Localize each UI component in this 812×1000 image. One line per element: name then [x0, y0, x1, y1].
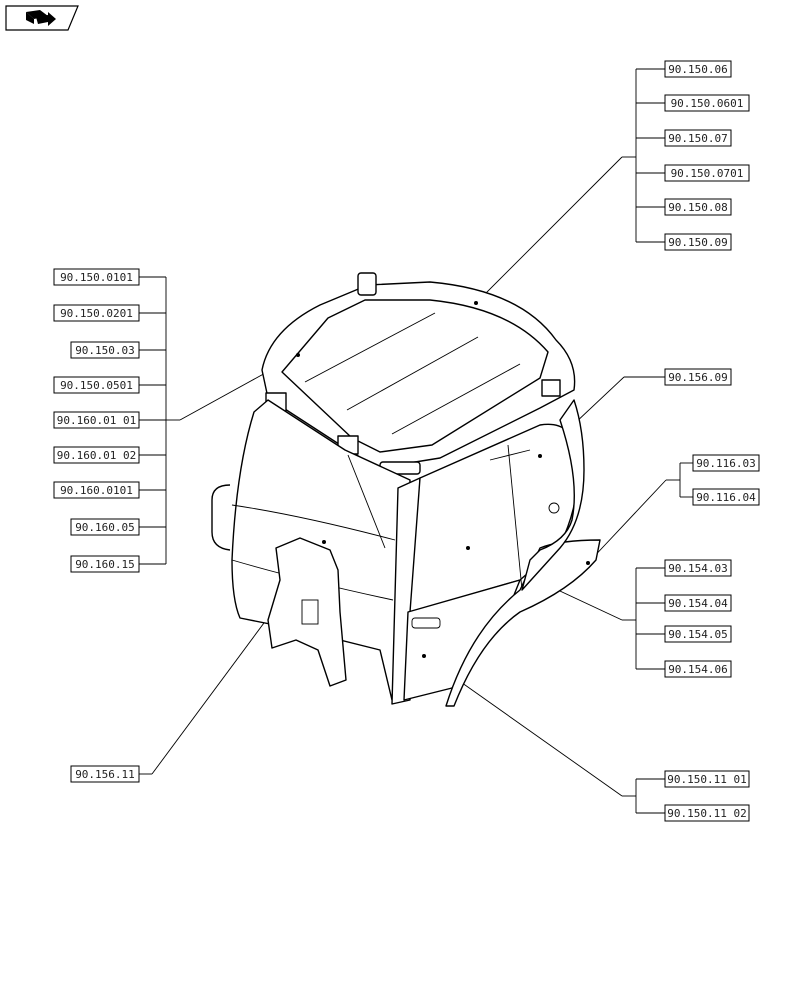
book-arrow-icon — [26, 10, 56, 26]
cab-illustration — [211, 272, 601, 707]
part-number-text: 90.160.0101 — [60, 484, 133, 497]
part-label-90-116-03[interactable]: 90.116.03 — [692, 454, 760, 472]
part-number-text: 90.150.07 — [668, 132, 728, 145]
part-label-90-156-11[interactable]: 90.156.11 — [70, 765, 140, 783]
part-number-text: 90.160.15 — [75, 558, 135, 571]
part-label-90-154-05[interactable]: 90.154.05 — [664, 625, 732, 643]
part-number-text: 90.150.11 02 — [667, 807, 746, 820]
part-label-90-150-0501[interactable]: 90.150.0501 — [53, 376, 140, 394]
part-number-text: 90.150.03 — [75, 344, 135, 357]
part-label-90-154-04[interactable]: 90.154.04 — [664, 594, 732, 612]
part-label-90-160-0101[interactable]: 90.160.0101 — [53, 481, 140, 499]
part-number-text: 90.150.11 01 — [667, 773, 746, 786]
part-number-text: 90.150.0101 — [60, 271, 133, 284]
part-label-90-154-03[interactable]: 90.154.03 — [664, 559, 732, 577]
part-label-90-156-09[interactable]: 90.156.09 — [664, 368, 732, 386]
part-number-text: 90.154.03 — [668, 562, 728, 575]
part-label-90-150-11-02[interactable]: 90.150.11 02 — [664, 804, 750, 822]
part-label-90-150-03[interactable]: 90.150.03 — [70, 341, 140, 359]
part-number-text: 90.154.04 — [668, 597, 728, 610]
part-label-90-150-06[interactable]: 90.150.06 — [664, 60, 732, 78]
part-label-90-150-07[interactable]: 90.150.07 — [664, 129, 732, 147]
nav-icon-box[interactable] — [5, 5, 79, 31]
part-labels: 90.150.06 90.150.0601 90.150.07 90.150.0701… — [53, 60, 760, 822]
part-number-text: 90.150.0501 — [60, 379, 133, 392]
part-number-text: 90.116.04 — [696, 491, 756, 504]
part-number-text: 90.116.03 — [696, 457, 756, 470]
part-number-text: 90.150.08 — [668, 201, 728, 214]
part-number-text: 90.150.0701 — [671, 167, 744, 180]
part-number-text: 90.160.01 02 — [57, 449, 136, 462]
part-label-90-150-0201[interactable]: 90.150.0201 — [53, 304, 140, 322]
part-number-text: 90.150.0601 — [671, 97, 744, 110]
part-label-90-160-05[interactable]: 90.160.05 — [70, 518, 140, 536]
part-number-text: 90.154.05 — [668, 628, 728, 641]
part-label-90-150-11-01[interactable]: 90.150.11 01 — [664, 770, 750, 788]
part-label-90-150-09[interactable]: 90.150.09 — [664, 233, 732, 251]
part-number-text: 90.150.06 — [668, 63, 728, 76]
part-label-90-150-0701[interactable]: 90.150.0701 — [664, 164, 750, 182]
part-label-90-160-01-02[interactable]: 90.160.01 02 — [53, 446, 140, 464]
part-label-90-150-08[interactable]: 90.150.08 — [664, 198, 732, 216]
part-number-text: 90.150.09 — [668, 236, 728, 249]
part-label-90-154-06[interactable]: 90.154.06 — [664, 660, 732, 678]
part-label-90-116-04[interactable]: 90.116.04 — [692, 488, 760, 506]
part-label-90-160-15[interactable]: 90.160.15 — [70, 555, 140, 573]
part-number-text: 90.160.01 01 — [57, 414, 136, 427]
part-number-text: 90.154.06 — [668, 663, 728, 676]
part-number-text: 90.156.09 — [668, 371, 728, 384]
part-number-text: 90.150.0201 — [60, 307, 133, 320]
part-number-text: 90.156.11 — [75, 768, 135, 781]
part-number-text: 90.160.05 — [75, 521, 135, 534]
part-label-90-160-01-01[interactable]: 90.160.01 01 — [53, 411, 140, 429]
part-label-90-150-0601[interactable]: 90.150.0601 — [664, 94, 750, 112]
part-label-90-150-0101[interactable]: 90.150.0101 — [53, 268, 140, 286]
